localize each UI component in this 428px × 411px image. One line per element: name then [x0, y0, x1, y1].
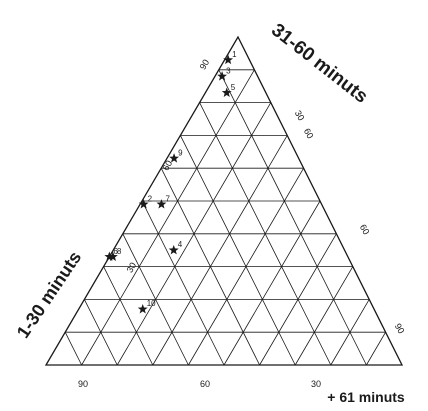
tick-label: 60: [302, 127, 316, 141]
gridline-right-constant: [294, 266, 354, 366]
data-point-star: [138, 199, 149, 209]
data-point-star: [221, 87, 232, 97]
gridline-right-constant: [330, 299, 370, 366]
axis-title-1-30: 1-30 minuts: [13, 248, 86, 342]
tick-labels: 90 60 30 60 30 90 60 30 60 90: [78, 58, 406, 389]
tick-label: 60: [358, 223, 372, 237]
tick-label: 30: [293, 109, 307, 123]
data-point-label: 3: [226, 66, 231, 75]
gridline-right-constant: [152, 135, 288, 366]
gridline-right-constant: [259, 233, 337, 366]
gridline-left-constant: [64, 332, 82, 366]
data-point-star: [156, 199, 167, 209]
axis-title-31-60: 31-60 minuts: [267, 20, 371, 108]
axis-title-61-plus: + 61 minuts: [327, 389, 405, 405]
tick-label: 90: [198, 58, 212, 72]
data-point-star: [169, 153, 180, 163]
data-point-star: [168, 245, 179, 255]
data-point-label: 6: [113, 247, 118, 256]
gridline-left-constant: [180, 135, 296, 366]
data-point-label: 9: [178, 148, 183, 157]
ternary-grid: [44, 35, 404, 366]
tick-label: 90: [393, 322, 407, 336]
data-point-star: [217, 71, 228, 81]
gridline-left-constant: [218, 69, 367, 366]
gridline-left-constant: [122, 233, 189, 366]
data-point-label: 8: [117, 247, 122, 256]
data-point-label: 4: [178, 240, 183, 249]
gridline-right-constant: [81, 69, 255, 366]
data-point-label: 7: [165, 194, 170, 203]
data-point-label: 2: [148, 194, 153, 203]
gridline-right-constant: [223, 200, 321, 366]
tick-label: 60: [200, 379, 210, 389]
data-point-star: [107, 251, 118, 261]
tick-label: 30: [125, 261, 139, 275]
gridline-left-constant: [141, 200, 225, 366]
gridline-left-constant: [103, 266, 154, 366]
data-point-label: 10: [147, 299, 156, 308]
data-point-label: 1: [232, 50, 237, 59]
tick-label: 60: [161, 159, 175, 173]
data-point-star: [223, 54, 234, 65]
tick-label: 30: [311, 379, 321, 389]
tick-label: 90: [78, 379, 88, 389]
data-point-label: 5: [231, 83, 236, 92]
data-point-star: [104, 251, 115, 261]
gridline-right-constant: [366, 331, 386, 366]
gridline-left-constant: [84, 299, 118, 366]
data-point-star: [137, 304, 148, 314]
